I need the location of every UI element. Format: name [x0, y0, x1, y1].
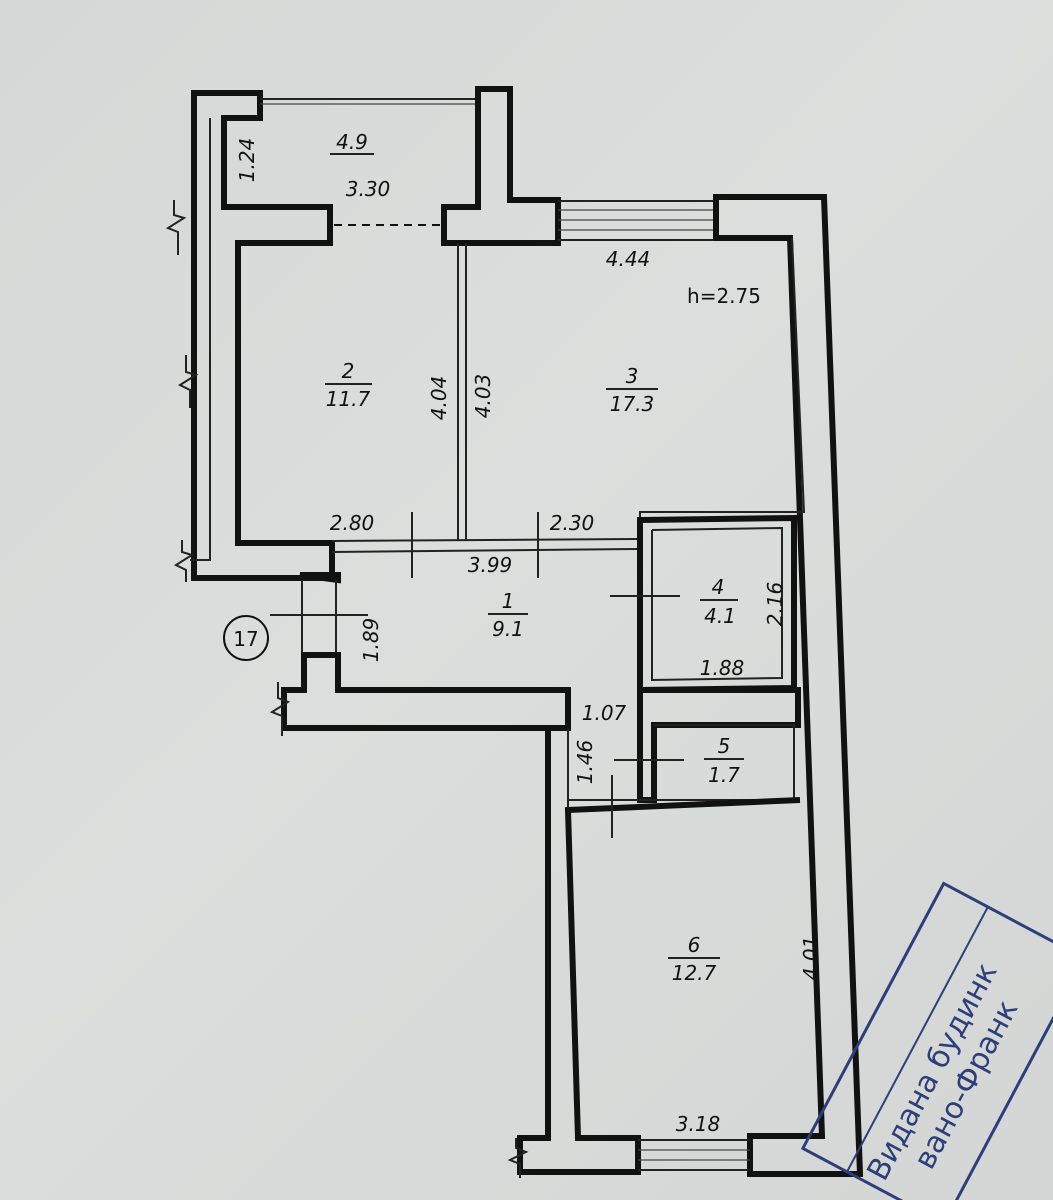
- dim-room3-bottom: 2.30: [550, 511, 595, 535]
- room-3-number: 3: [626, 364, 639, 388]
- room-1-number: 1: [502, 589, 515, 613]
- dimension-labels: 1.24 3.30 4.44 4.04 4.03 2.80 2.30 3.99 …: [235, 138, 823, 1136]
- break-symbol-1: [165, 200, 187, 255]
- left-wall-inner: [190, 118, 211, 561]
- dim-passage-length: 1.46: [573, 740, 597, 785]
- walls: [190, 86, 864, 1177]
- ceiling-height: h=2.75: [687, 284, 761, 308]
- dim-entry-width: 1.89: [359, 618, 383, 663]
- room-4-inner: [651, 526, 783, 682]
- room-labels: 4.9 2 11.7 3 17.3 1 9.1 4 4.1 5 1.7 6 12…: [325, 130, 761, 985]
- dim-room3-length: 4.03: [471, 374, 495, 419]
- room-5-area: 1.7: [708, 763, 740, 787]
- dim-room4-width: 1.88: [700, 656, 745, 680]
- dim-room3-width: 4.44: [606, 247, 651, 271]
- dimension-ticks: [270, 512, 684, 838]
- window-room-3: [558, 200, 716, 241]
- dim-balcony-depth: 1.24: [235, 138, 259, 183]
- room-2-area: 11.7: [326, 387, 371, 411]
- room-6-left-wall: [517, 728, 801, 1175]
- dim-balcony-width: 3.30: [346, 177, 391, 201]
- left-outer-wall: [191, 90, 335, 581]
- room-5-inner: [654, 724, 795, 801]
- hall-top-wall-a: [331, 538, 641, 542]
- dim-room2-length: 4.04: [427, 376, 451, 421]
- room-6-number: 6: [688, 933, 701, 957]
- stamp-border: [800, 881, 1053, 1200]
- marker-17: 17: [233, 627, 258, 651]
- room-2-number: 2: [342, 359, 355, 383]
- break-symbol-3: [173, 540, 195, 582]
- room-5-number: 5: [718, 734, 731, 758]
- room-6-area: 12.7: [672, 961, 717, 985]
- wall-break-symbols: [165, 200, 529, 1178]
- room-1-area: 9.1: [492, 617, 524, 641]
- dim-room4-depth: 2.16: [763, 582, 787, 627]
- dim-hall-length: 3.99: [468, 553, 513, 577]
- break-symbol-5: [507, 1138, 529, 1178]
- room-3-area: 17.3: [610, 392, 655, 416]
- entry-wall-top: [299, 572, 341, 584]
- room-4-number: 4: [712, 575, 725, 599]
- balcony-right-wall: [441, 86, 561, 246]
- room-4-area: 4.1: [704, 604, 736, 628]
- break-symbol-4: [269, 682, 291, 736]
- lower-left-wall: [281, 652, 571, 731]
- balcony-area: 4.9: [336, 130, 368, 154]
- break-symbol-2: [177, 355, 199, 408]
- dim-hall-passage: 1.07: [582, 701, 627, 725]
- marker-circle: [223, 615, 269, 661]
- window-room-6: [638, 1139, 750, 1171]
- dim-room2-width: 2.80: [330, 511, 375, 535]
- hall-top-wall-b: [331, 548, 641, 553]
- right-outer-wall: [713, 194, 864, 1177]
- dim-room6-width: 3.18: [676, 1112, 721, 1136]
- stamp: Видана будинк вано-Франк: [800, 881, 1053, 1200]
- dim-room6-length: 4.01: [799, 936, 823, 981]
